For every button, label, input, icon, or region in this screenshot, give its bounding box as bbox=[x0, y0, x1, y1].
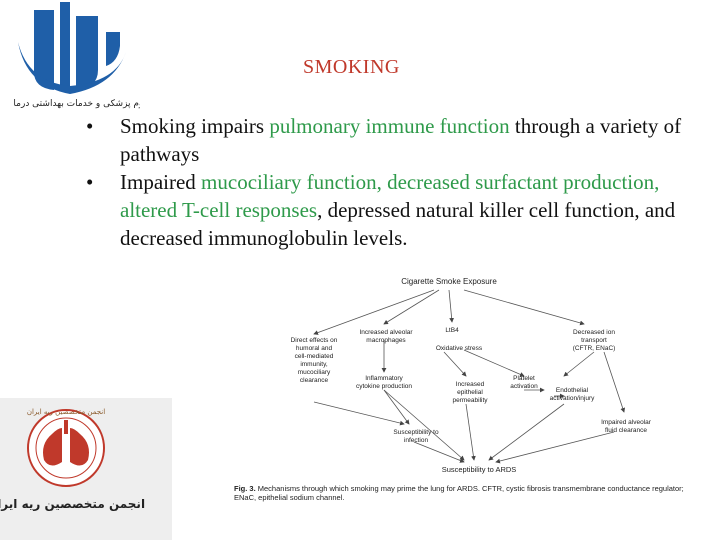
lung-seal-icon bbox=[27, 409, 105, 487]
node-susceptibility-infection: infection bbox=[404, 437, 429, 444]
node-epithelial-permeability: permeability bbox=[452, 397, 488, 404]
node-direct-effects: Direct effects on bbox=[291, 337, 338, 344]
university-logo: دانشگاه علوم پزشکی و خدمات بهداشتی درمان… bbox=[0, 2, 184, 114]
figure-caption-text: Mechanisms through which smoking may pri… bbox=[234, 484, 684, 502]
node-platelet-activation: activation bbox=[510, 383, 538, 390]
bullet-text: through a variety of pathways bbox=[120, 114, 682, 166]
bullet-text: Impaired bbox=[120, 170, 202, 194]
bullet-text: , depressed natural killer cell function… bbox=[120, 198, 676, 250]
bullet-item: • Smoking impairs pulmonary immune funct… bbox=[86, 112, 706, 168]
figure-caption-label: Fig. 3. bbox=[234, 484, 256, 493]
association-logo: انجمن متخصصین ریه ایران انجمن متخصصین ری… bbox=[0, 398, 172, 540]
bullet-glyph: • bbox=[86, 170, 94, 194]
node-ltb4: LtB4 bbox=[445, 327, 459, 334]
bullet-text: Smoking impairs bbox=[120, 114, 270, 138]
mechanism-diagram: Cigarette Smoke Exposure Direct effects … bbox=[234, 272, 704, 514]
node-epithelial-permeability: epithelial bbox=[457, 389, 483, 396]
node-alveolar-macrophages: Increased alveolar bbox=[359, 329, 413, 336]
university-emblem-icon: دانشگاه علوم پزشکی و خدمات بهداشتی درمان… bbox=[0, 2, 184, 109]
node-decreased-ion-transport: transport bbox=[581, 337, 607, 344]
node-alveolar-macrophages: macrophages bbox=[366, 337, 406, 344]
node-susceptibility-ards: Susceptibility to ARDS bbox=[442, 465, 517, 474]
node-endothelial-activation: Endothelial bbox=[556, 387, 589, 394]
node-direct-effects: clearance bbox=[300, 377, 329, 384]
node-decreased-ion-transport: (CFTR, ENaC) bbox=[573, 345, 616, 352]
diagram-arrows bbox=[313, 289, 626, 464]
bullet-item: • Impaired mucociliary function, decreas… bbox=[86, 168, 706, 252]
bullet-list: • Smoking impairs pulmonary immune funct… bbox=[86, 112, 706, 252]
node-impaired-fluid-clearance: fluid clearance bbox=[605, 427, 647, 434]
bullet-glyph: • bbox=[86, 114, 94, 138]
node-direct-effects: cell-mediated bbox=[295, 353, 334, 360]
node-direct-effects: humoral and bbox=[296, 345, 333, 352]
node-epithelial-permeability: Increased bbox=[456, 381, 485, 388]
node-impaired-fluid-clearance: Impaired alveolar bbox=[601, 419, 652, 426]
node-platelet-activation: Platelet bbox=[513, 375, 535, 382]
node-oxidative-stress: Oxidative stress bbox=[436, 345, 483, 352]
association-caption: انجمن متخصصین ریه ایران bbox=[0, 497, 145, 511]
node-decreased-ion-transport: Decreased ion bbox=[573, 329, 615, 336]
university-caption: دانشگاه علوم پزشکی و خدمات بهداشتی درمان… bbox=[14, 97, 140, 109]
node-susceptibility-infection: Susceptibility to bbox=[393, 429, 439, 436]
node-cigarette-smoke: Cigarette Smoke Exposure bbox=[401, 277, 497, 286]
node-inflammatory-cytokine: cytokine production bbox=[356, 383, 412, 390]
bullet-highlight: mucociliary function, decreased surfacta… bbox=[120, 170, 660, 222]
node-endothelial-activation: activation/injury bbox=[550, 395, 596, 402]
node-direct-effects: mucociliary bbox=[298, 369, 331, 376]
node-direct-effects: immunity, bbox=[300, 361, 328, 368]
node-inflammatory-cytokine: Inflammatory bbox=[365, 375, 403, 382]
figure-caption: Fig. 3. Mechanisms through which smoking… bbox=[234, 484, 704, 502]
slide-title: SMOKING bbox=[303, 56, 400, 78]
bullet-highlight: pulmonary immune function bbox=[269, 114, 510, 138]
seal-ring-text: انجمن متخصصین ریه ایران bbox=[27, 408, 105, 416]
